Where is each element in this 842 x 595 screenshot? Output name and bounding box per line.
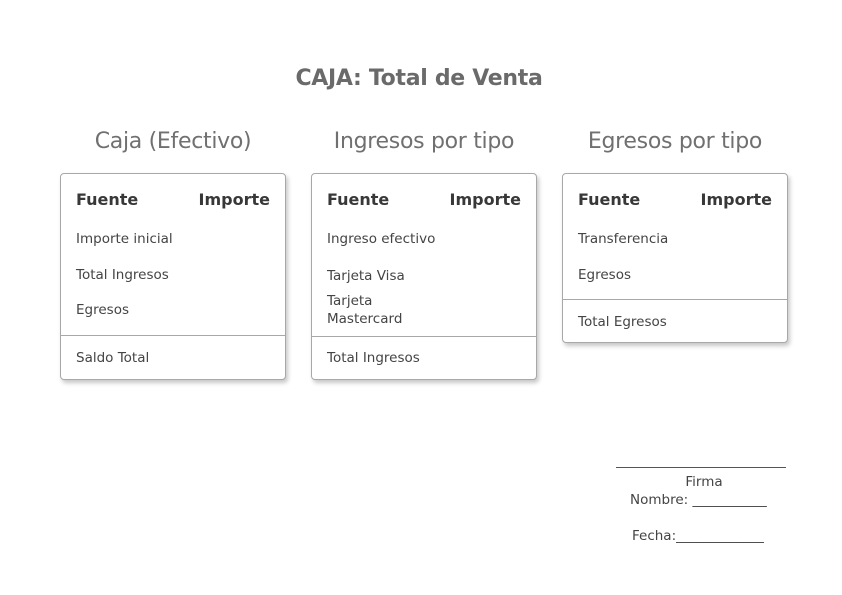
card-ingresos: Fuente Importe Ingreso efectivo Tarjeta …	[311, 173, 537, 380]
section-title-caja: Caja (Efectivo)	[94, 129, 252, 154]
signature-block: Firma Nombre: ___________ Fecha:________…	[616, 467, 786, 544]
row-total-ingresos: Total Ingresos	[76, 267, 169, 283]
card-header: Fuente Importe	[312, 174, 536, 226]
column-header-fuente: Fuente	[327, 190, 390, 209]
row-saldo-total: Saldo Total	[76, 350, 150, 366]
name-field: Nombre: ___________	[630, 492, 767, 508]
column-header-fuente: Fuente	[76, 190, 139, 209]
row-transferencia: Transferencia	[578, 231, 669, 247]
signature-line	[616, 467, 786, 468]
divider	[563, 299, 787, 300]
card-header: Fuente Importe	[563, 174, 787, 226]
date-field: Fecha:_____________	[632, 528, 764, 544]
row-total-egresos: Total Egresos	[578, 314, 667, 330]
row-ingreso-efectivo: Ingreso efectivo	[327, 231, 436, 247]
column-header-importe: Importe	[449, 190, 521, 209]
row-total-ingresos: Total Ingresos	[327, 350, 420, 366]
column-header-fuente: Fuente	[578, 190, 641, 209]
column-header-importe: Importe	[700, 190, 772, 209]
row-tarjeta-mastercard: Tarjeta Mastercard	[327, 293, 403, 327]
column-header-importe: Importe	[198, 190, 270, 209]
row-importe-inicial: Importe inicial	[76, 231, 173, 247]
section-title-egresos: Egresos por tipo	[587, 129, 763, 154]
row-egresos: Egresos	[578, 267, 631, 283]
card-header: Fuente Importe	[61, 174, 285, 226]
divider	[61, 335, 285, 336]
page-title: CAJA: Total de Venta	[295, 66, 543, 91]
divider	[312, 336, 536, 337]
card-caja: Fuente Importe Importe inicial Total Ing…	[60, 173, 286, 380]
signature-label: Firma	[685, 474, 723, 490]
row-tarjeta-visa: Tarjeta Visa	[327, 268, 405, 284]
row-egresos: Egresos	[76, 302, 129, 318]
section-title-ingresos: Ingresos por tipo	[333, 129, 515, 154]
card-egresos: Fuente Importe Transferencia Egresos Tot…	[562, 173, 788, 343]
